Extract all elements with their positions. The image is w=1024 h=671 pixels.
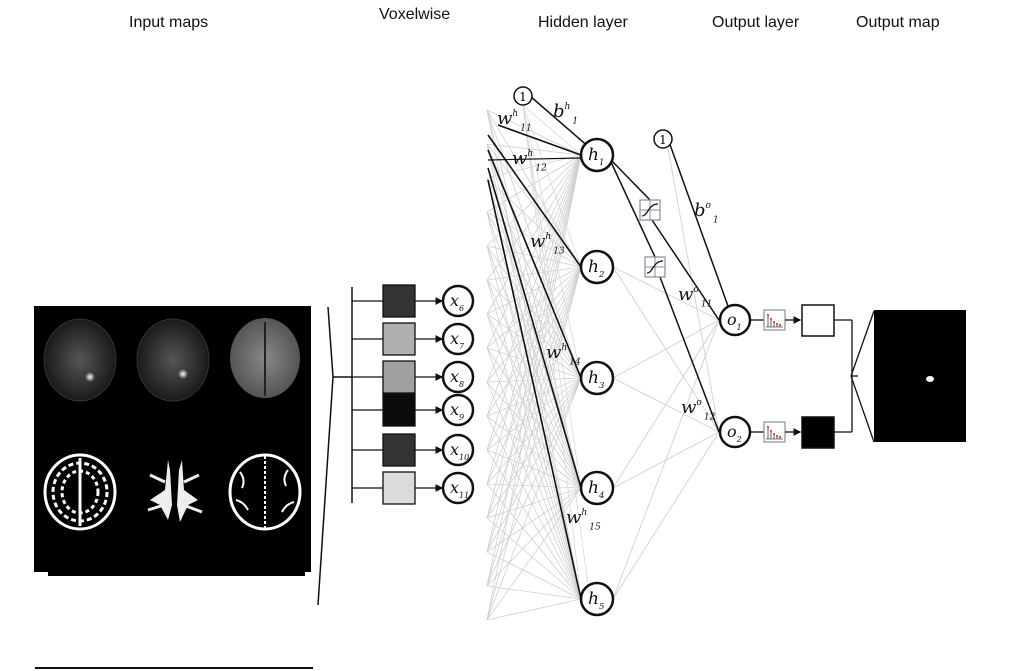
weight-line <box>610 161 656 258</box>
weight-labels: wh11 wh12 wh13 wh14 wh15 bh1 bo1 wo11 wo12 <box>497 101 719 532</box>
input-node <box>441 284 475 318</box>
input-node-label: x10 <box>450 440 469 462</box>
lesion-spot-2 <box>178 369 188 379</box>
feature-swatch <box>382 393 416 427</box>
output-node-label: o1 <box>727 310 742 332</box>
input-node-label: x9 <box>450 400 464 422</box>
output-bias-node <box>653 129 673 149</box>
hidden-bias-label: bh1 <box>553 101 578 126</box>
hidden-weight-label: wh14 <box>546 342 581 367</box>
voxel-bracket <box>35 306 352 669</box>
hidden-bias-node-label: 1 <box>519 90 527 104</box>
brain-mask-3 <box>228 453 302 531</box>
output-node-label: o2 <box>727 422 742 444</box>
hidden-weight-label: wh11 <box>497 108 532 133</box>
hidden-weight-label: wh15 <box>566 507 601 532</box>
highlighted-weights <box>487 124 582 600</box>
header-output-layer: Output layer <box>712 14 800 31</box>
weight-line <box>651 219 720 321</box>
hidden-node <box>579 137 615 173</box>
sigmoid-icon-2 <box>644 256 666 278</box>
weight-line <box>487 179 582 600</box>
weight-line <box>659 276 720 433</box>
hidden-weight-label: wh12 <box>512 148 547 173</box>
output-bias-label: bo1 <box>694 200 719 225</box>
hidden-node-label: h4 <box>588 478 604 501</box>
class-box <box>801 304 835 337</box>
input-node-label: x8 <box>450 367 464 389</box>
hidden-node <box>579 360 615 396</box>
output-map-image <box>874 310 966 442</box>
hidden-node-label: h1 <box>588 145 604 168</box>
output-map <box>850 310 966 443</box>
hidden-weight-label: wh13 <box>530 231 565 256</box>
header-output-map: Output map <box>856 14 940 31</box>
weight-line <box>487 149 582 379</box>
input-node <box>441 393 475 427</box>
input-node <box>441 471 475 505</box>
hidden-nodes: h1 h2 h3 h4 h5 <box>579 137 615 617</box>
sigmoid-icon-1 <box>639 199 661 221</box>
input-maps-panel <box>34 306 311 576</box>
output-tail <box>750 304 858 449</box>
output-weight-label: wo11 <box>678 284 712 309</box>
output-lesion-spot <box>926 376 934 382</box>
output-connections <box>610 147 720 600</box>
weight-line <box>487 167 582 489</box>
input-nodes: x6 x7 x8 x9 x10 x11 <box>441 284 475 505</box>
output-bias: 1 <box>653 129 734 321</box>
input-node-label: x7 <box>450 329 465 351</box>
output-bias-node-label: 1 <box>659 133 667 147</box>
header-voxelwise: Voxelwise <box>379 6 451 23</box>
hidden-node-label: h5 <box>588 589 604 612</box>
feature-swatch <box>382 360 416 394</box>
hidden-node <box>579 249 615 285</box>
feature-swatch <box>382 471 416 505</box>
brain-map-2 <box>136 318 210 402</box>
histogram-icon <box>763 421 786 443</box>
hidden-node <box>579 581 615 617</box>
weight-line <box>610 159 651 201</box>
weight-line <box>487 134 582 268</box>
class-box <box>801 416 835 449</box>
input-node <box>441 322 475 356</box>
brain-mask-1 <box>43 453 117 531</box>
weight-line <box>497 124 582 156</box>
hidden-node <box>579 470 615 506</box>
input-node <box>441 433 475 467</box>
feature-swatch <box>382 284 416 318</box>
input-node-label: x6 <box>450 291 464 313</box>
feature-swatch <box>382 433 416 467</box>
output-nodes: o1 o2 <box>718 303 752 449</box>
hidden-node-label: h3 <box>588 368 604 391</box>
hidden-bias-node <box>513 86 533 106</box>
histogram-icon <box>763 309 786 331</box>
brain-map-1 <box>43 318 117 402</box>
voxelwise-features <box>351 284 444 505</box>
input-node-label: x11 <box>450 478 469 500</box>
lesion-spot-1 <box>85 372 95 382</box>
hidden-node-label: h2 <box>588 257 604 280</box>
header-hidden-layer: Hidden layer <box>538 14 628 31</box>
output-weight-label: wo12 <box>681 397 716 422</box>
brain-mask-2 <box>147 460 203 522</box>
header-input-maps: Input maps <box>129 14 209 31</box>
feature-swatch <box>382 322 416 356</box>
input-node <box>441 360 475 394</box>
